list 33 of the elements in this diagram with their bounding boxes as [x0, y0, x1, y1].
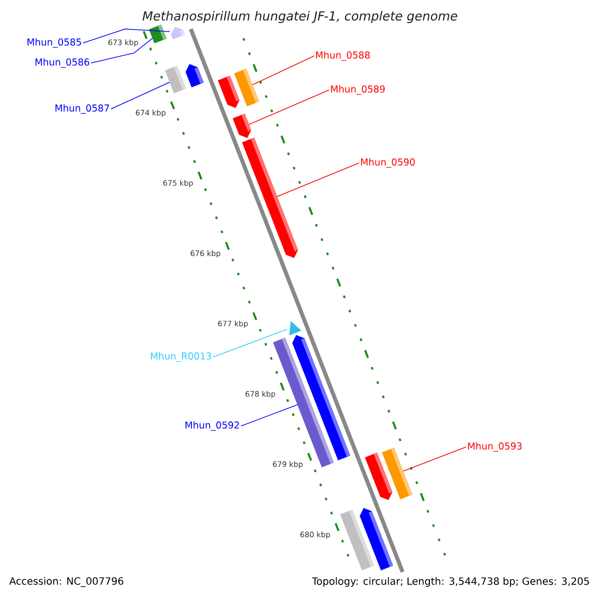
gene-feature [360, 508, 394, 570]
gene-label: Mhun_0589 [331, 85, 385, 95]
gene-label: Mhun_0588 [316, 51, 370, 61]
leader-line [248, 90, 330, 125]
gene-label: Mhun_0593 [468, 442, 522, 452]
leader-line [402, 446, 466, 472]
gene-label: Mhun_0587 [56, 104, 109, 114]
leader-line [82, 28, 170, 44]
leader-line [276, 162, 360, 197]
gene-label: Mhun_0586 [36, 58, 90, 68]
gene-feature [234, 68, 260, 106]
gene-feature [232, 114, 252, 138]
gene-feature [186, 64, 204, 88]
genome-stats: Topology: circular; Length: 3,544,738 bp; Genes: 3,205 [312, 577, 589, 587]
title: Methanospirillum hungatei JF-1, complete genome [142, 10, 458, 24]
gene-feature [148, 24, 167, 44]
gene-label: Mhun_0585 [28, 38, 81, 48]
gene-label: Mhun_0590 [361, 158, 415, 168]
gene-marker [289, 321, 302, 336]
gene-feature [292, 335, 350, 460]
gene-feature [170, 27, 185, 40]
leader-line [240, 404, 298, 426]
gene-label: Mhun_0592 [186, 421, 239, 431]
gene-feature [242, 138, 298, 258]
gene-feature [218, 76, 240, 108]
leader-line [212, 328, 288, 358]
gene-feature [382, 448, 412, 500]
gene-label: Mhun_R0013 [150, 352, 212, 362]
gene-feature [164, 66, 186, 94]
leader-line [110, 82, 170, 110]
accession-text: Accession: NC_007796 [9, 577, 124, 587]
leader-line [252, 56, 314, 86]
leader-line [90, 38, 153, 64]
